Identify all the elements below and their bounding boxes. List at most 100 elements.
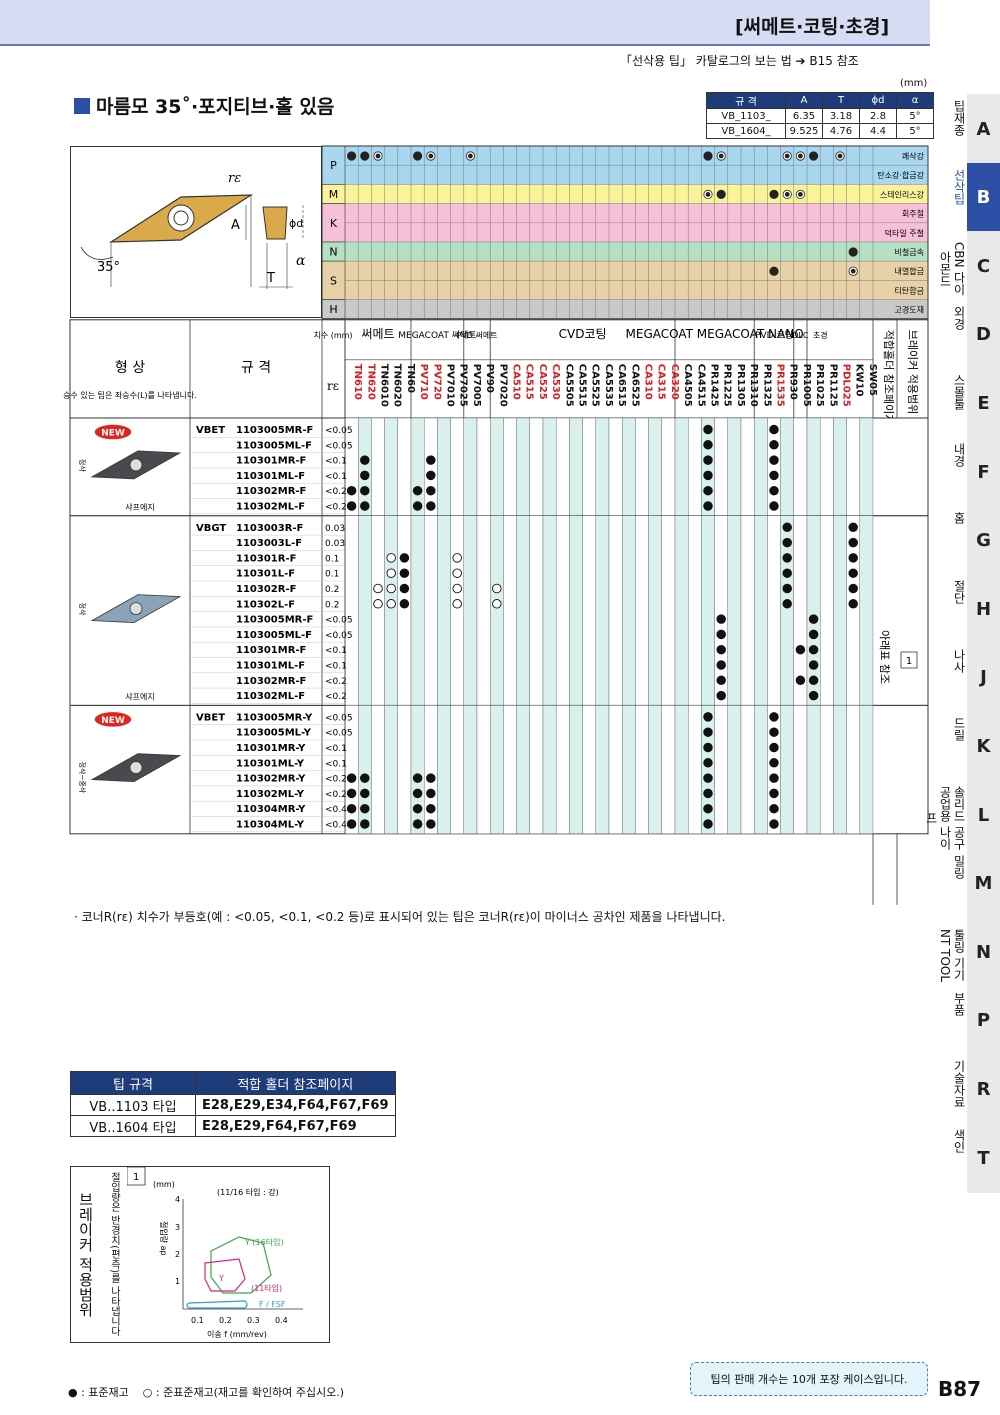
standard-stock-dot	[703, 758, 713, 768]
material-code: H	[329, 303, 337, 316]
standard-stock-dot	[703, 455, 713, 465]
suitability-mark	[850, 268, 856, 274]
dim-header: 치수 (mm)	[313, 331, 352, 340]
grid-cell-column	[529, 417, 544, 517]
grid-cell-column	[516, 417, 530, 517]
tab-letter: M	[967, 848, 1000, 919]
tab-letter: K	[967, 711, 1000, 782]
spec-code: 110301ML-Y	[236, 758, 305, 769]
label-alpha: α	[296, 253, 306, 269]
spec-code: 110302MR-Y	[236, 774, 306, 785]
standard-stock-dot	[716, 675, 726, 686]
grid-cell-column	[688, 417, 702, 517]
tab-label: 스몰툴	[952, 374, 966, 411]
tab-letter: R	[967, 1054, 1000, 1125]
material-row-s	[321, 280, 929, 300]
corner-radius: <0.2	[325, 790, 347, 800]
spec-code: 1103003R-F	[236, 523, 303, 534]
holder-pages-link[interactable]: E28,E29,E34,F64,F67,F69	[195, 1094, 396, 1116]
catalog-reference-link[interactable]: 「선삭용 팁」 카탈로그의 보는 법 ➔ B15 참조	[620, 54, 859, 68]
grid-cell-column	[569, 417, 583, 517]
spec-cell: 9.525	[785, 123, 823, 139]
breaker-ref-number: 1	[906, 656, 912, 667]
grid-cell-column	[648, 417, 662, 517]
grid-cell-column	[371, 705, 385, 835]
grid-cell-column	[635, 417, 649, 517]
grid-cell-column	[608, 515, 623, 706]
holder-header: 팁 규격	[70, 1071, 196, 1095]
holder-reference-table: 팁 규격 적합 홀더 참조페이지 VB..1103 타입 E28,E29,E34…	[70, 1071, 396, 1137]
grade-name: PV7005	[471, 364, 482, 407]
grid-cell-column	[833, 705, 847, 835]
grid-cell-column	[358, 515, 372, 706]
suitability-mark	[849, 247, 858, 257]
standard-stock-dot	[782, 553, 792, 563]
standard-stock-dot	[769, 819, 779, 829]
grade-name: TN6020	[392, 364, 403, 407]
standard-stock-dot	[716, 614, 726, 624]
material-code: P	[330, 159, 337, 172]
standard-stock-dot	[703, 742, 713, 753]
spec-cell: 4.4	[859, 123, 897, 139]
standard-stock-dot	[782, 537, 792, 548]
ytick: 3	[175, 1223, 180, 1232]
grade-name: CA6525	[629, 364, 640, 407]
holder-ref-note: 아래표 참조	[878, 630, 891, 684]
grade-name: PR930	[788, 364, 799, 400]
suitability-mark	[347, 151, 356, 161]
grid-cell-column	[820, 417, 834, 517]
grid-cell-column	[714, 705, 728, 835]
tab-letter: E	[967, 368, 1000, 439]
grid-cell-column	[859, 417, 874, 517]
grid-cell-column	[569, 515, 583, 706]
standard-stock-dot	[782, 522, 792, 533]
holder-tip-type: VB..1103 타입	[70, 1094, 196, 1116]
chart-unit: (mm)	[153, 1180, 175, 1189]
grid-cell-column	[516, 515, 530, 706]
standard-stock-dot	[426, 455, 436, 465]
grid-cell-column	[648, 705, 662, 835]
grid-cell-column	[384, 515, 399, 706]
grid-cell-column	[727, 417, 742, 517]
standard-stock-dot	[808, 644, 819, 655]
holder-pages-link[interactable]: E28,E29,F64,F67,F69	[195, 1115, 396, 1137]
standard-stock-dot	[808, 614, 819, 624]
tab-letter: P	[967, 985, 1000, 1056]
grid-cell-column	[437, 515, 451, 706]
grid-cell-column	[688, 515, 702, 706]
edge-type-label: 샤프에지	[125, 691, 154, 701]
grid-cell-column	[701, 705, 715, 835]
grid-cell-column	[358, 417, 372, 517]
grid-cell-column	[542, 705, 557, 835]
material-name: 스테인리스강	[880, 189, 925, 199]
grid-cell-column	[542, 417, 557, 517]
standard-stock-dot	[848, 553, 858, 563]
region-y16	[210, 1236, 272, 1294]
tab-label: 기술자료	[952, 1060, 966, 1109]
label-a: A	[231, 218, 240, 233]
grid-cell-column	[806, 705, 821, 835]
material-code: N	[329, 246, 337, 259]
tab-letter: J	[967, 642, 1000, 713]
grid-cell-column	[754, 417, 768, 517]
semi-standard-stock-dot	[386, 553, 396, 563]
standard-stock-dot	[808, 629, 819, 640]
insert-photo-hole	[129, 761, 143, 774]
